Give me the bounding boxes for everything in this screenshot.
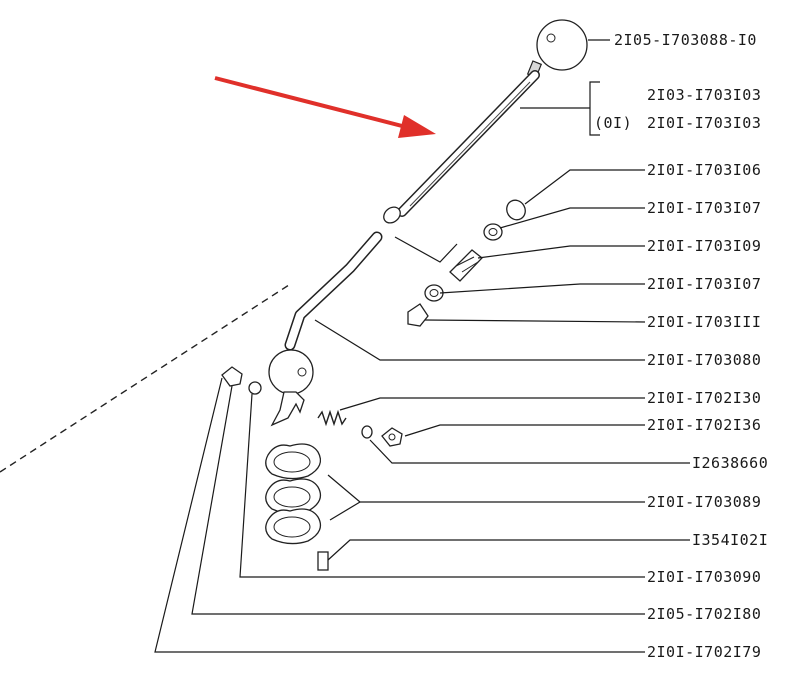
label-knob: 2I05-I703088-I0 (614, 31, 757, 49)
upper-lever-rod (383, 70, 540, 224)
sleeve-109 (449, 249, 483, 282)
plate-089-mid (265, 478, 322, 515)
washer-136 (361, 425, 373, 439)
label-p9: I2638660 (692, 454, 768, 472)
label-p4: 2I0I-I703I07 (647, 275, 761, 293)
bushing-106 (506, 199, 526, 221)
washer-180 (248, 381, 262, 395)
lower-bent-lever (268, 231, 383, 427)
label-p11: I354I02I (692, 531, 768, 549)
label-p10: 2I0I-I703089 (647, 493, 761, 511)
label-p3: 2I0I-I703I09 (647, 237, 761, 255)
bushing-107-upper (483, 223, 503, 241)
label-p13: 2I05-I702I80 (647, 605, 761, 623)
bolt-179 (221, 366, 243, 387)
label-p7: 2I0I-I702I30 (647, 389, 761, 407)
label-lever-b: 2I0I-I703I03 (647, 114, 761, 132)
spring-130 (317, 409, 347, 427)
label-lever-a: 2I03-I703I03 (647, 86, 761, 104)
stud-1021 (317, 551, 329, 571)
label-p1: 2I0I-I703I06 (647, 161, 761, 179)
bolt-2638660 (381, 427, 403, 447)
red-arrow (214, 76, 436, 138)
plate-089-bottom (265, 508, 322, 545)
label-p12: 2I0I-I703090 (647, 568, 761, 586)
bushing-111 (407, 303, 429, 327)
label-p5: 2I0I-I703III (647, 313, 761, 331)
dashed-reference-line (0, 282, 293, 473)
plate-089-top (265, 443, 322, 480)
label-p14: 2I0I-I702I79 (647, 643, 761, 661)
label-p6: 2I0I-I703080 (647, 351, 761, 369)
label-p8: 2I0I-I702I36 (647, 416, 761, 434)
shift-knob (526, 19, 588, 79)
leader-lines (154, 39, 690, 653)
label-p2: 2I0I-I703I07 (647, 199, 761, 217)
label-lever-b-prefix: (0I) (594, 114, 632, 132)
